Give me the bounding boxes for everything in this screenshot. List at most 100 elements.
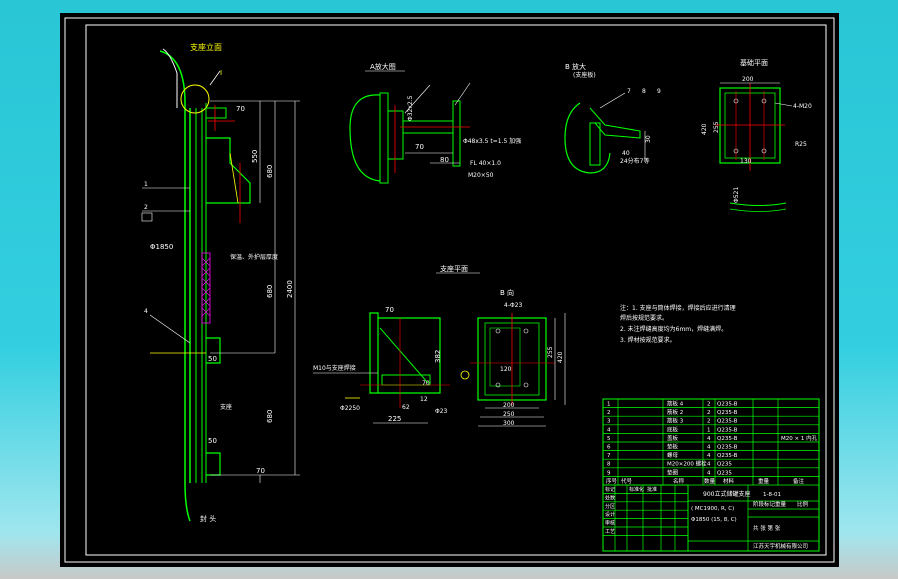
svg-text:封 头: 封 头 — [200, 514, 216, 523]
shell-outline — [159, 50, 191, 522]
svg-text:B 放大: B 放大 — [565, 62, 586, 71]
detail-a-title: A放大图 — [370, 62, 396, 71]
part-row-name: 螺母 — [667, 451, 679, 459]
part-row-no: 1 — [607, 402, 611, 408]
part-row-material: Q235-B — [717, 453, 738, 459]
part-row-name: M20×200 螺栓 — [667, 460, 707, 468]
part-row-name: 筋板 2 — [667, 408, 683, 416]
part-row-no: 7 — [607, 453, 611, 459]
table-header-cell: 序号 — [606, 477, 618, 485]
svg-text:Φ32x2.5: Φ32x2.5 — [407, 95, 414, 121]
title-col-label: 阶段标记 — [753, 500, 776, 508]
part-row-qty: 4 — [707, 445, 711, 451]
svg-text:550: 550 — [251, 150, 259, 163]
svg-text:30: 30 — [645, 135, 652, 143]
part-row-no: 4 — [607, 427, 611, 433]
svg-text:Φ521: Φ521 — [733, 187, 740, 203]
svg-text:200: 200 — [742, 76, 754, 83]
part-row-no: 9 — [607, 470, 611, 476]
part-row-material: Q235 — [717, 462, 732, 468]
svg-text:50: 50 — [208, 437, 217, 445]
svg-text:支座平面: 支座平面 — [440, 264, 468, 273]
part-row-material: Q235-B — [717, 445, 738, 451]
table-header-cell: 材料 — [723, 477, 735, 485]
part-row-qty: 2 — [707, 402, 711, 408]
part-row-name: 垫圈 — [667, 468, 679, 476]
svg-text:M10与支座焊接: M10与支座焊接 — [313, 364, 356, 372]
company-name: 江苏天宇机械有限公司 — [753, 542, 808, 550]
svg-text:680: 680 — [266, 410, 274, 423]
svg-text:2400: 2400 — [286, 280, 294, 298]
svg-text:4-M20: 4-M20 — [793, 103, 812, 110]
support-plan-view: 支座平面 225 70 382 62 12 70 Φ2250 Φ23 M10与支… — [313, 264, 480, 424]
base-plan-view: 基础平面 200 255 420 130 4-M20 R25 Φ521 — [701, 58, 812, 212]
part-row-qty: 4 — [707, 436, 711, 442]
title-row-label: 批准 — [647, 486, 657, 493]
elevation-view: 支座立面 I 70 550 680 2400 680 — [141, 42, 300, 523]
title-col-label: 比例 — [797, 500, 809, 508]
part-row-qty: 1 — [707, 427, 711, 433]
svg-text:保温、外护层厚度: 保温、外护层厚度 — [230, 253, 278, 261]
part-row-material: Q235-B — [717, 427, 738, 433]
part-row-material: Q235 — [717, 470, 732, 476]
svg-text:40: 40 — [622, 150, 630, 157]
note-4: 3. 焊材按规范要求。 — [620, 336, 676, 344]
title-row-label: 审核 — [605, 520, 615, 527]
svg-text:200: 200 — [503, 402, 515, 409]
svg-text:12: 12 — [420, 396, 428, 403]
title-row-label: 标记 — [605, 486, 615, 493]
svg-text:I: I — [220, 69, 222, 77]
note-1: 注：1. 支座与筒体焊接，焊接后应进行清理 — [620, 304, 736, 312]
note-2: 焊后按规范要求。 — [620, 314, 668, 322]
svg-text:680: 680 — [266, 165, 274, 178]
svg-text:62: 62 — [402, 404, 410, 411]
svg-text:R25: R25 — [795, 141, 807, 148]
part-extra-note: M20 × 1 内孔 — [781, 434, 818, 442]
part-row-name: 筋板 4 — [667, 400, 684, 408]
svg-text:680: 680 — [266, 285, 274, 298]
svg-text:9: 9 — [657, 88, 661, 95]
bolt-view: B 向 4-Φ23 120 200 250 300 255 420 — [460, 288, 566, 427]
upper-bracket — [206, 137, 251, 204]
svg-text:2: 2 — [144, 204, 148, 211]
sheet-counter: 共 张 第 张 — [753, 524, 781, 532]
svg-text:FL 40×1.0: FL 40×1.0 — [470, 160, 501, 167]
svg-text:70: 70 — [385, 306, 394, 314]
part-row-name: 筋板 3 — [667, 417, 684, 425]
spec-line-1: ( MC1900, R, C) — [691, 506, 734, 512]
svg-text:255: 255 — [713, 121, 720, 133]
outer-border — [64, 17, 835, 563]
title-col-label: 重量 — [775, 500, 787, 508]
svg-text:70: 70 — [236, 105, 245, 113]
table-header-cell: 名称 — [673, 477, 685, 485]
svg-text:225: 225 — [388, 415, 401, 423]
part-row-qty: 2 — [707, 410, 711, 416]
part-row-name: 垫板 — [667, 443, 679, 451]
detail-b-view: B 放大 (支座板) 7 8 9 30 40 24分布7等 — [564, 62, 661, 174]
elevation-title: 支座立面 — [190, 42, 222, 52]
svg-text:Φ1850: Φ1850 — [150, 243, 173, 251]
title-row-label: 分区 — [605, 503, 615, 510]
part-row-name: 底板 — [667, 425, 679, 433]
svg-text:120: 120 — [500, 366, 512, 373]
svg-text:255: 255 — [547, 346, 554, 358]
svg-text:70: 70 — [256, 467, 265, 475]
svg-text:300: 300 — [503, 420, 515, 427]
part-row-material: Q235-B — [717, 436, 738, 442]
svg-text:70: 70 — [415, 143, 424, 151]
part-row-qty: 4 — [707, 453, 711, 459]
part-row-material: Q235-B — [717, 419, 738, 425]
svg-text:4: 4 — [144, 308, 148, 315]
svg-text:Φ48x3.5 t=1.5 加强: Φ48x3.5 t=1.5 加强 — [463, 137, 521, 145]
part-row-name: 盖板 — [667, 434, 679, 442]
svg-text:支座: 支座 — [220, 403, 232, 411]
svg-text:80: 80 — [440, 156, 449, 164]
part-row-material: Q235-B — [717, 402, 738, 408]
svg-text:8: 8 — [642, 88, 646, 95]
svg-text:420: 420 — [701, 123, 708, 135]
title-row-label: 工艺 — [605, 529, 615, 535]
svg-text:70: 70 — [422, 380, 430, 387]
notes-block: 注：1. 支座与筒体焊接，焊接后应进行清理 焊后按规范要求。 2. 未注焊缝高度… — [620, 304, 736, 344]
drawing-number: 1-8-01 — [763, 492, 781, 498]
